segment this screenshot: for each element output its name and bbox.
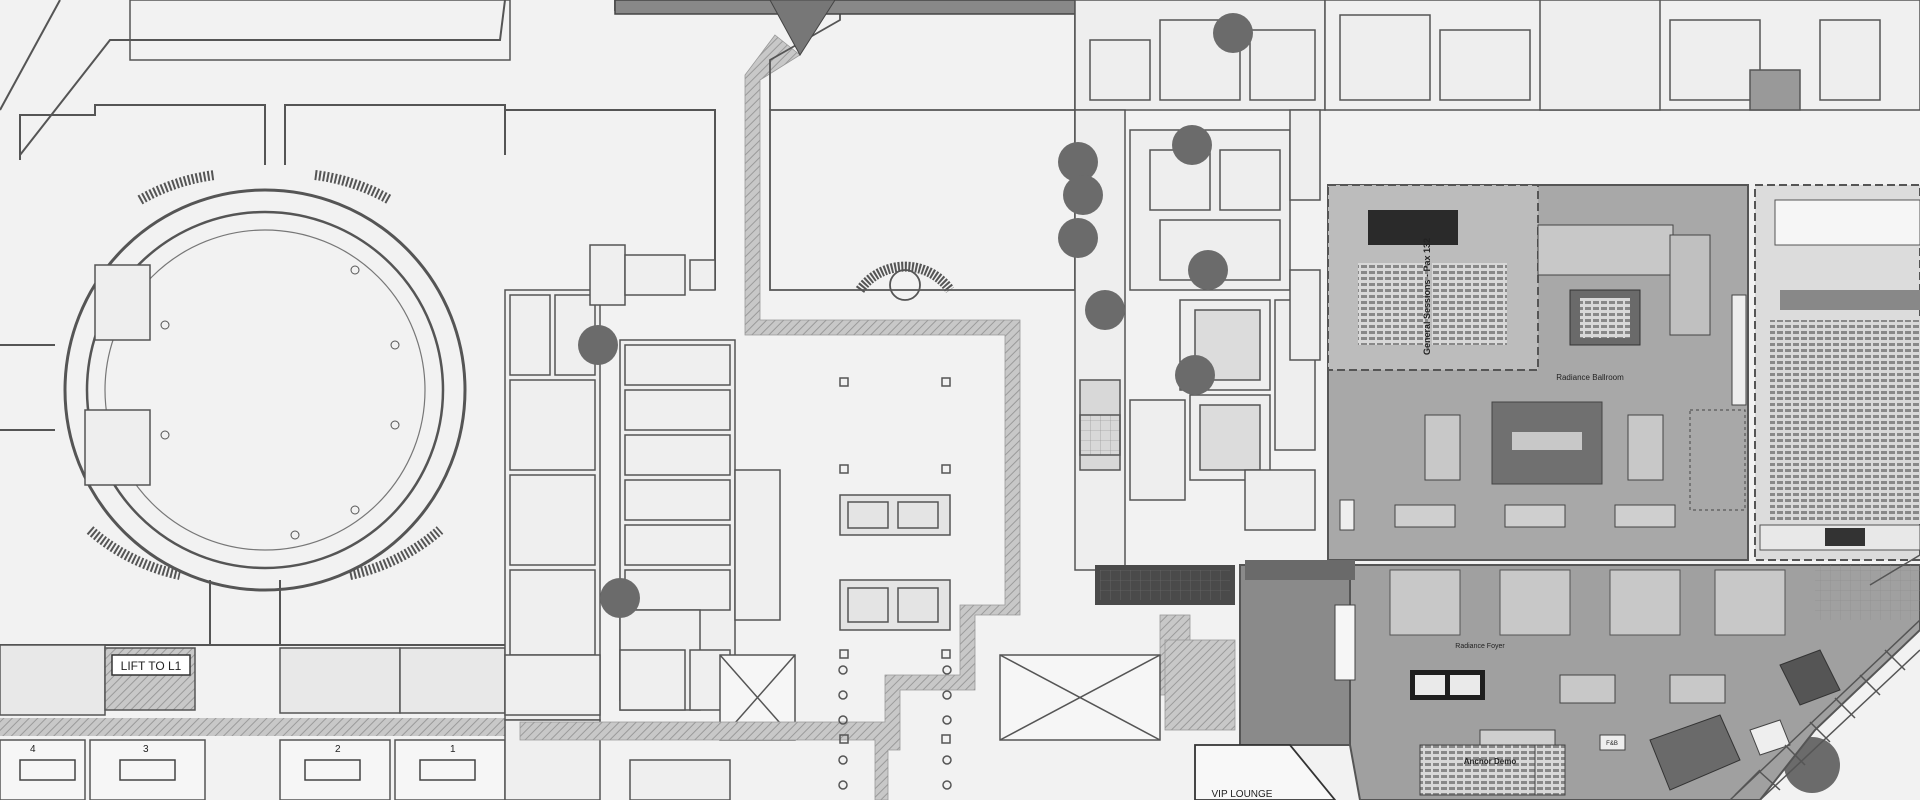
left-wing — [0, 0, 716, 646]
atrium[interactable] — [63, 170, 467, 592]
marker[interactable] — [1213, 13, 1253, 53]
fb-label: F&B — [1606, 741, 1618, 747]
misc-fixtures — [1095, 560, 1355, 605]
anchor-demo-label: Anchor Demo — [1464, 757, 1517, 766]
radiance-foyer[interactable]: Radiance Foyer Anchor Demo F&B — [1239, 564, 1920, 800]
lift-label: LIFT TO L1 — [121, 659, 182, 673]
foyer-label: Radiance Foyer — [1455, 643, 1505, 650]
middle-left-rooms — [504, 244, 781, 800]
vip-lounge[interactable]: VIP LOUNGE — [1194, 744, 1337, 800]
marker[interactable] — [1058, 142, 1098, 182]
room-number-2: 2 — [335, 744, 341, 755]
marker[interactable] — [1188, 250, 1228, 290]
right-hall — [1754, 184, 1920, 561]
vip-lounge-label: VIP LOUNGE — [1212, 789, 1273, 800]
left-bottom-rooms — [0, 644, 520, 800]
marker[interactable] — [1063, 175, 1103, 215]
ballroom-label: Radiance Ballroom — [1556, 373, 1624, 382]
service-rooms — [1074, 0, 1920, 571]
marker[interactable] — [578, 325, 618, 365]
marker[interactable] — [600, 578, 640, 618]
general-sessions-label: General Sessions - Pax 132 — [1422, 238, 1432, 355]
truss — [1729, 554, 1920, 800]
room-number-1: 1 — [450, 744, 456, 755]
room-number-3: 3 — [143, 744, 149, 755]
marker[interactable] — [1175, 355, 1215, 395]
room-numbers: 4 3 2 1 — [30, 744, 456, 755]
marker[interactable] — [1172, 125, 1212, 165]
hall-columns — [838, 377, 952, 790]
marker[interactable] — [1085, 290, 1125, 330]
lift-sign[interactable]: LIFT TO L1 — [111, 654, 191, 676]
location-markers[interactable] — [578, 13, 1840, 793]
radiance-ballroom[interactable]: General Sessions - Pax 132 Radiance Ball… — [1327, 184, 1749, 561]
hall-structures — [839, 494, 1161, 741]
room-number-4: 4 — [30, 744, 36, 755]
marker[interactable] — [1058, 218, 1098, 258]
